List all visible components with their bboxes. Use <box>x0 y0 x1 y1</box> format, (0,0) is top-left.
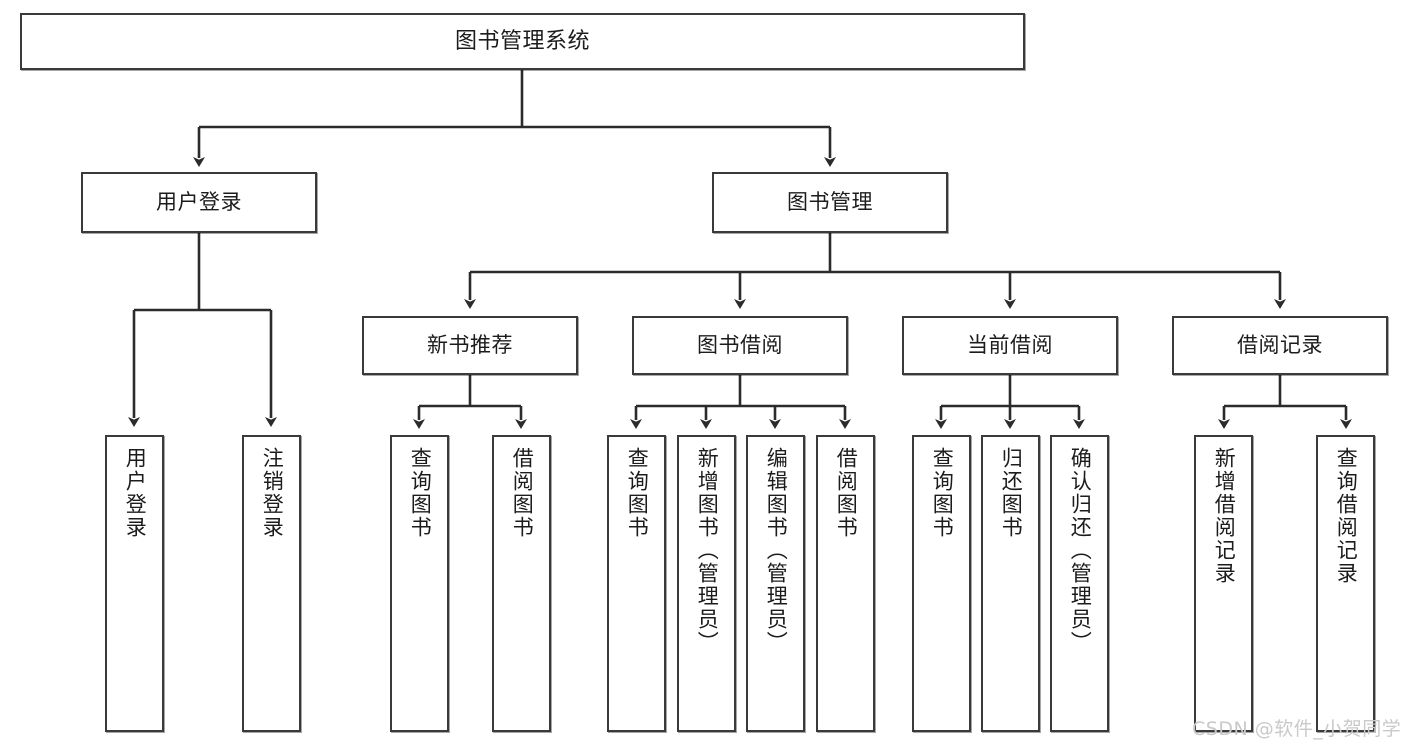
node-label: 图书管理系统 <box>454 28 590 54</box>
csdn-watermark: CSDN @软件_小贺同学 <box>1192 718 1402 740</box>
node-label: 借阅图书 <box>510 447 534 539</box>
node-label: 查询图书 <box>930 447 954 539</box>
node-label: 借阅记录 <box>1237 333 1323 357</box>
node-new-book-recommend[interactable]: 新书推荐 <box>362 316 578 375</box>
node-root-system[interactable]: 图书管理系统 <box>20 13 1025 70</box>
node-label: 确认归还（管理员） <box>1068 447 1092 654</box>
leaf-query-book-current[interactable]: 查询图书 <box>912 435 971 732</box>
node-user-login[interactable]: 用户登录 <box>81 172 317 233</box>
node-book-management[interactable]: 图书管理 <box>712 172 948 233</box>
leaf-borrow-book-borrow[interactable]: 借阅图书 <box>816 435 875 732</box>
leaf-borrow-book-recommend[interactable]: 借阅图书 <box>492 435 551 732</box>
node-label: 新书推荐 <box>427 333 513 357</box>
node-borrow-record[interactable]: 借阅记录 <box>1172 316 1388 375</box>
leaf-query-borrow-record[interactable]: 查询借阅记录 <box>1316 435 1375 732</box>
node-label: 图书管理 <box>787 190 873 214</box>
leaf-edit-book-admin[interactable]: 编辑图书（管理员） <box>746 435 805 732</box>
leaf-return-book[interactable]: 归还图书 <box>981 435 1040 732</box>
node-current-borrow[interactable]: 当前借阅 <box>902 316 1118 375</box>
node-label: 新增图书（管理员） <box>695 447 719 654</box>
leaf-confirm-return-admin[interactable]: 确认归还（管理员） <box>1050 435 1109 732</box>
leaf-query-book-borrow[interactable]: 查询图书 <box>607 435 666 732</box>
node-label: 查询图书 <box>625 447 649 539</box>
node-label: 借阅图书 <box>834 447 858 539</box>
leaf-user-login[interactable]: 用户登录 <box>105 435 164 732</box>
node-label: 编辑图书（管理员） <box>764 447 788 654</box>
leaf-logout[interactable]: 注销登录 <box>242 435 301 732</box>
node-label: 查询借阅记录 <box>1334 447 1358 585</box>
node-label: 用户登录 <box>123 447 147 539</box>
node-label: 用户登录 <box>156 190 242 214</box>
node-label: 当前借阅 <box>967 333 1053 357</box>
node-label: 归还图书 <box>999 447 1023 539</box>
node-book-borrow[interactable]: 图书借阅 <box>632 316 848 375</box>
node-label: 新增借阅记录 <box>1212 447 1236 585</box>
node-label: 注销登录 <box>260 447 284 539</box>
leaf-query-book-recommend[interactable]: 查询图书 <box>390 435 449 732</box>
node-label: 查询图书 <box>408 447 432 539</box>
leaf-add-book-admin[interactable]: 新增图书（管理员） <box>677 435 736 732</box>
node-label: 图书借阅 <box>697 333 783 357</box>
leaf-add-borrow-record[interactable]: 新增借阅记录 <box>1194 435 1253 732</box>
